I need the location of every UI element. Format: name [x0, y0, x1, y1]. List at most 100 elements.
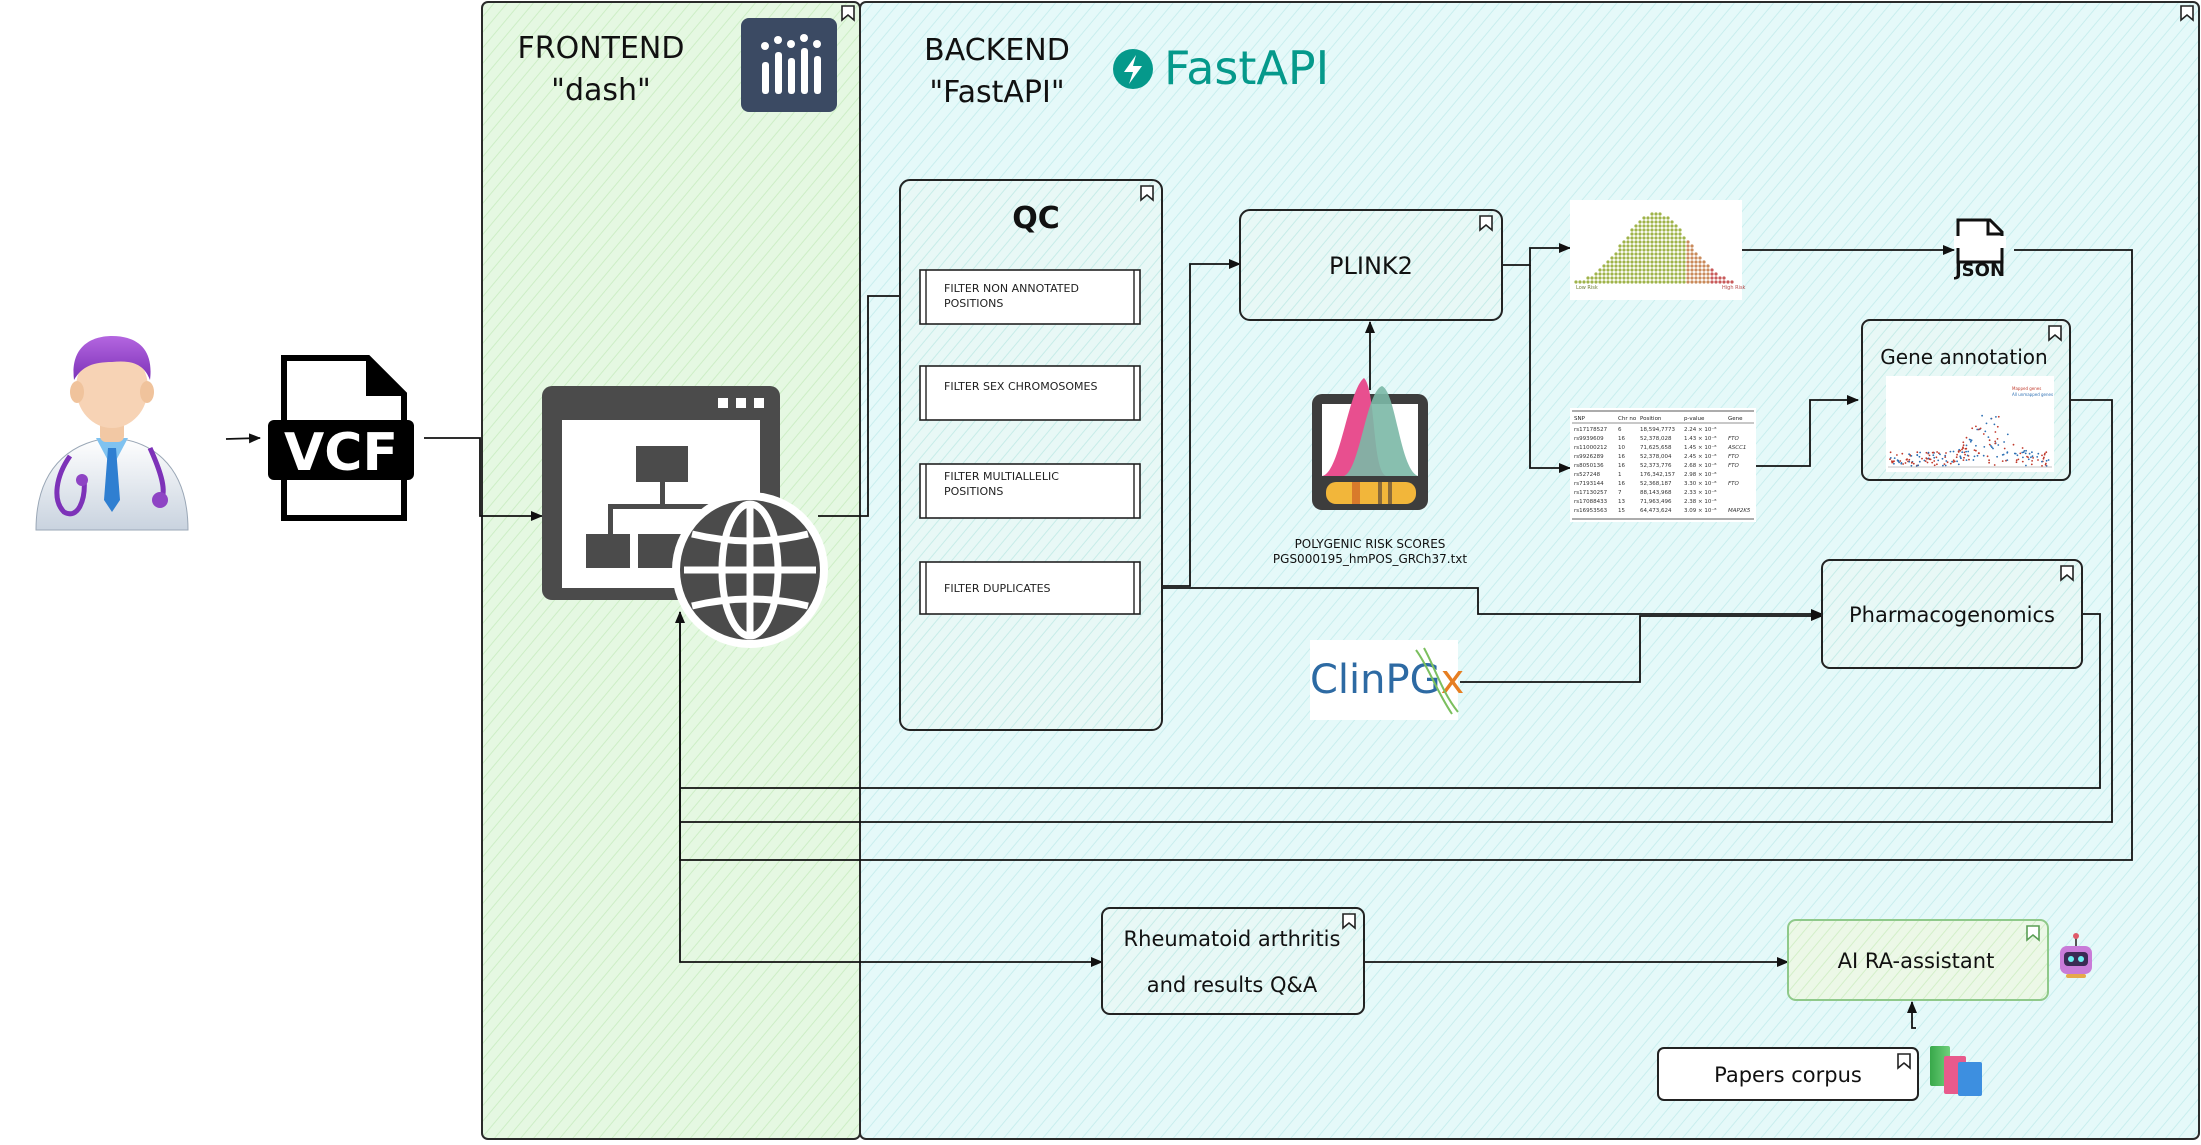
manhattan-point: [1993, 423, 1996, 426]
histogram-dot: [1590, 280, 1594, 284]
histogram-dot: [1618, 260, 1622, 264]
histogram-dot: [1634, 236, 1638, 240]
qc-step-label: FILTER NON ANNOTATED: [944, 282, 1079, 295]
table-cell: 71,625,658: [1640, 445, 1672, 451]
manhattan-point: [1965, 447, 1968, 450]
histogram-dot: [1626, 272, 1630, 276]
histogram-dot: [1662, 232, 1666, 236]
manhattan-point: [1976, 428, 1979, 431]
bookmark-icon: [2180, 5, 2194, 22]
histogram-dot: [1602, 272, 1606, 276]
histogram-dot: [1606, 264, 1610, 268]
histogram-dot: [1602, 268, 1606, 272]
table-header-cell: p-value: [1684, 416, 1705, 422]
manhattan-point: [1932, 451, 1935, 454]
histogram-dot: [1690, 248, 1694, 252]
manhattan-point: [1918, 455, 1921, 458]
histogram-dot: [1662, 252, 1666, 256]
manhattan-point: [2025, 464, 2027, 467]
manhattan-point: [1975, 449, 1977, 452]
histogram-dot: [1626, 276, 1630, 280]
plink-box: PLINK2: [1239, 209, 1503, 321]
histogram-dot: [1694, 272, 1698, 276]
manhattan-point: [1908, 460, 1911, 463]
table-cell: rs7193144: [1574, 481, 1604, 487]
histogram-dot: [1666, 264, 1670, 268]
histogram-dot: [1670, 264, 1674, 268]
manhattan-point: [1927, 457, 1930, 460]
manhattan-point: [1965, 459, 1968, 461]
histogram-dot: [1690, 276, 1694, 280]
table-cell: 2.33 × 10⁻⁸: [1684, 489, 1717, 496]
histogram-dot: [1634, 280, 1638, 284]
histogram-dot: [1622, 252, 1626, 256]
vcf-file-icon: VCF: [268, 355, 414, 521]
manhattan-point: [2037, 459, 2039, 461]
manhattan-point: [2001, 460, 2004, 462]
histogram-dot: [1634, 240, 1638, 244]
histogram-dot: [1662, 268, 1666, 272]
histogram-dot: [1610, 276, 1614, 280]
histogram-dot: [1634, 248, 1638, 252]
table-cell: ASCC1: [1727, 445, 1746, 451]
manhattan-point: [1966, 454, 1969, 457]
histogram-dot: [1646, 232, 1650, 236]
histogram-dot: [1674, 224, 1678, 228]
histogram-dot: [1714, 272, 1718, 276]
table-cell: rs527248: [1574, 472, 1601, 478]
manhattan-point: [1971, 427, 1974, 430]
manhattan-point: [1942, 464, 1944, 467]
histogram-dot: [1646, 244, 1650, 248]
histogram-dot: [1626, 280, 1630, 284]
qc-box: QC: [899, 179, 1163, 731]
histogram-dot: [1638, 248, 1642, 252]
histogram-dot: [1642, 252, 1646, 256]
histogram-dot: [1690, 256, 1694, 260]
table-cell: rs9926289: [1574, 454, 1604, 460]
manhattan-point: [1967, 450, 1970, 453]
manhattan-point: [1965, 450, 1967, 453]
manhattan-point: [1893, 457, 1896, 459]
manhattan-point: [2003, 447, 2006, 450]
histogram-dot: [1630, 264, 1634, 268]
histogram-dot: [1658, 244, 1662, 248]
table-cell: FTO: [1728, 454, 1740, 460]
manhattan-point: [1993, 464, 1996, 466]
histogram-dot: [1650, 220, 1654, 224]
manhattan-point: [1944, 464, 1947, 467]
manhattan-point: [2041, 460, 2043, 463]
clinpgx-logo: ClinPGx: [1310, 640, 1464, 720]
table-cell: rs11000212: [1574, 445, 1607, 451]
histogram-dot: [1654, 236, 1658, 240]
manhattan-point: [1964, 453, 1966, 456]
json-file-icon: JSON: [1953, 218, 2006, 281]
histogram-dot: [1658, 236, 1662, 240]
histogram-dot: [1654, 276, 1658, 280]
histogram-dot: [1650, 276, 1654, 280]
bookmark-icon: [1140, 185, 1154, 202]
histogram-dot: [1610, 268, 1614, 272]
histogram-dot: [1662, 240, 1666, 244]
manhattan-point: [1918, 460, 1921, 463]
table-header-cell: Position: [1640, 416, 1662, 422]
table-cell: 10: [1618, 445, 1625, 451]
manhattan-point: [2031, 451, 2033, 454]
histogram-dot: [1622, 268, 1626, 272]
histogram-dot: [1642, 268, 1646, 272]
histogram-dot: [1630, 236, 1634, 240]
histogram-dot: [1662, 276, 1666, 280]
manhattan-point: [1943, 463, 1946, 465]
histogram-dot: [1662, 236, 1666, 240]
histogram-dot: [1586, 280, 1590, 284]
manhattan-point: [1951, 460, 1953, 463]
table-cell: 3.09 × 10⁻⁸: [1684, 507, 1717, 514]
histogram-dot: [1694, 252, 1698, 256]
histogram-dot: [1646, 248, 1650, 252]
histogram-dot: [1678, 236, 1682, 240]
manhattan-point: [1900, 462, 1903, 464]
manhattan-point: [1891, 461, 1894, 464]
manhattan-point: [1990, 417, 1993, 420]
qc-title: QC: [1012, 201, 1060, 236]
manhattan-point: [1965, 436, 1968, 439]
manhattan-point: [1957, 463, 1960, 466]
